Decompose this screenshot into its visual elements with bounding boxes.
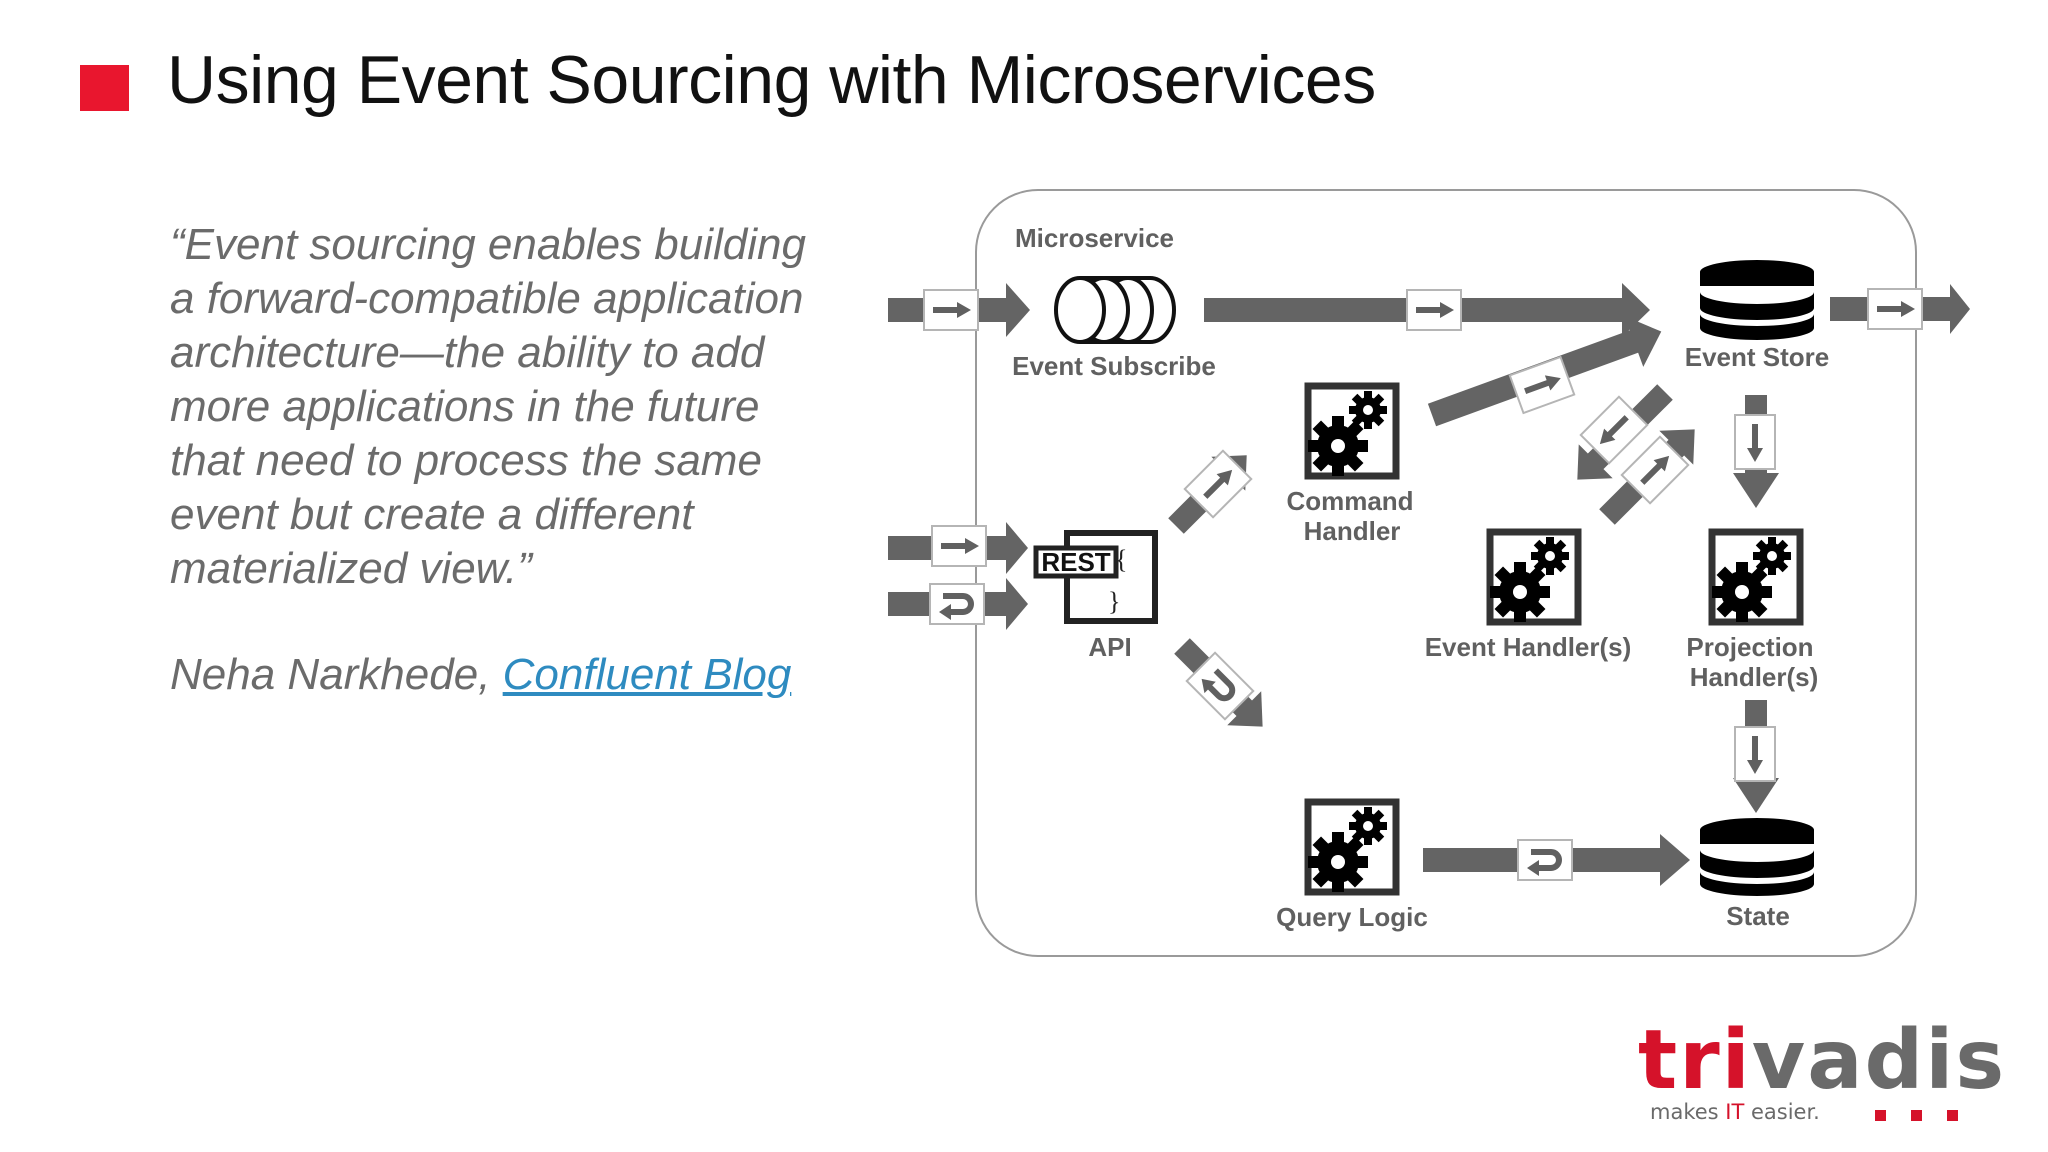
quote-line: event but create a different — [170, 490, 694, 539]
rest-badge-label: REST — [1041, 547, 1110, 577]
logo-brand-red: tri — [1638, 1013, 1752, 1108]
title-bullet-square — [80, 65, 129, 111]
quote-line: a forward-compatible application — [170, 274, 804, 323]
quote-line: materialized view.” — [170, 544, 532, 593]
slide-title: Using Event Sourcing with Microservices — [167, 42, 1376, 118]
quote-line: architecture—the ability to add — [170, 328, 765, 377]
logo-dots — [1875, 1108, 1983, 1126]
event-message-icon — [1406, 289, 1462, 331]
event-store-label: Event Store — [1685, 342, 1830, 372]
projection-handlers-label-line2: Handler(s) — [1690, 662, 1819, 692]
event-message-icon — [1867, 288, 1923, 330]
event-message-icon — [923, 289, 979, 331]
projection-handler-gears-icon — [1708, 528, 1804, 626]
query-logic-gears-icon — [1304, 798, 1400, 896]
request-reply-message-icon — [930, 584, 984, 624]
api-label: API — [1088, 632, 1131, 662]
request-reply-message-icon — [1518, 840, 1572, 880]
event-handlers-label: Event Handler(s) — [1425, 632, 1632, 662]
quote-attribution: Neha Narkhede, Confluent Blog — [170, 650, 791, 700]
tagline-text: makes — [1650, 1100, 1726, 1124]
tagline-text-end: easier. — [1744, 1100, 1820, 1124]
quote-line: that need to process the same — [170, 436, 762, 485]
quote-line: “Event sourcing enables building — [170, 220, 806, 269]
logo-brand-gray: vadis — [1751, 1013, 2007, 1108]
state-database-icon — [1700, 818, 1814, 896]
event-subscribe-label: Event Subscribe — [1012, 351, 1216, 381]
event-message-icon — [1734, 726, 1776, 782]
query-logic-label: Query Logic — [1276, 902, 1428, 932]
svg-text:}: } — [1108, 587, 1120, 616]
tagline-it: IT — [1725, 1100, 1745, 1124]
event-message-icon — [1734, 414, 1776, 470]
state-label: State — [1726, 901, 1790, 931]
command-handler-gears-icon — [1304, 382, 1400, 480]
event-store-database-icon — [1700, 260, 1814, 340]
quote-block: “Event sourcing enables building a forwa… — [170, 218, 870, 596]
microservice-label: Microservice — [1015, 223, 1174, 253]
projection-handlers-label: Projection — [1686, 632, 1813, 662]
event-subscribe-queue-icon — [1054, 276, 1176, 344]
command-handler-label-line2: Handler — [1304, 516, 1401, 546]
command-handler-label: Command — [1286, 486, 1413, 516]
api-rest-icon: { } — [1033, 530, 1158, 624]
logo-tagline: makes IT easier. — [1650, 1100, 2006, 1124]
quote-author: Neha Narkhede, — [170, 650, 503, 699]
trivadis-logo: trivadis makes IT easier. — [1638, 1020, 2006, 1126]
quote-line: more applications in the future — [170, 382, 760, 431]
event-handler-gears-icon — [1486, 528, 1582, 626]
event-message-icon — [931, 525, 987, 567]
confluent-blog-link[interactable]: Confluent Blog — [502, 650, 792, 699]
microservice-container — [975, 189, 1917, 957]
